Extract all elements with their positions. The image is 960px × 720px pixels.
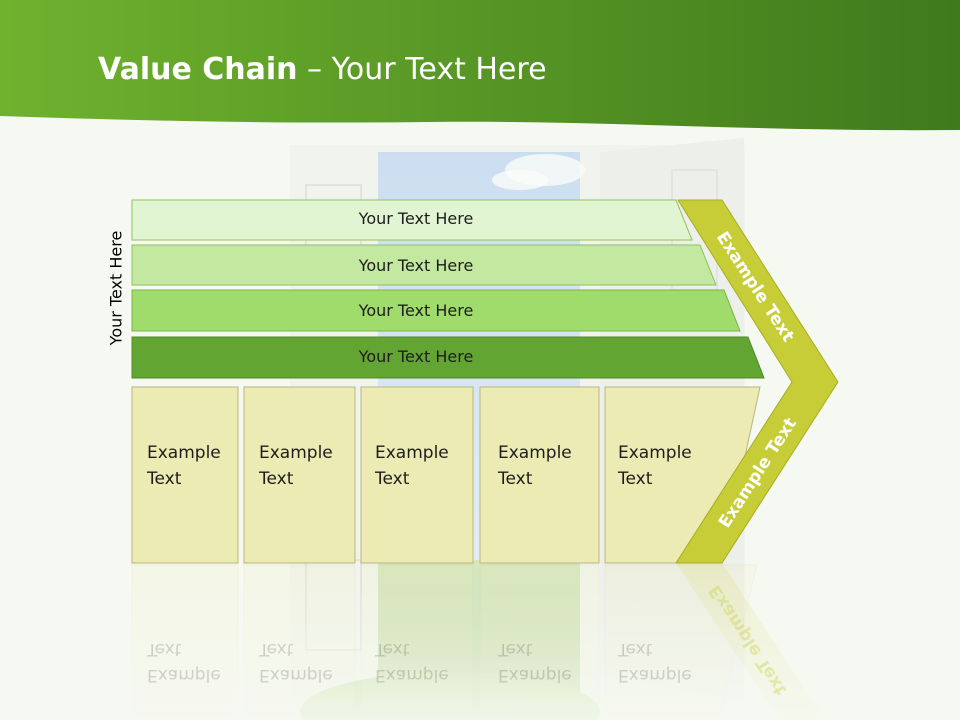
- title-bold: Value Chain: [98, 52, 298, 87]
- activity-line2: Text: [498, 469, 533, 489]
- activity-cell-2: [243, 386, 356, 564]
- activity-text-4: Example Text: [498, 440, 572, 492]
- bar-3-label: Your Text Here: [358, 301, 474, 320]
- reflection-text-4: Example Text: [498, 636, 572, 688]
- activity-line2: Text: [147, 469, 182, 489]
- bar-2-label: Your Text Here: [358, 256, 474, 275]
- activity-cell-4: [479, 386, 600, 564]
- activity-line1: Example: [259, 443, 333, 463]
- activity-line1: Example: [618, 443, 692, 463]
- bar-3-shape: [131, 289, 741, 332]
- reflection-line2: Text: [147, 639, 182, 659]
- reflection-line1: Example: [498, 665, 572, 685]
- reflection-text-2: Example Text: [259, 636, 333, 688]
- activity-line2: Text: [259, 469, 294, 489]
- bar-4-label: Your Text Here: [358, 347, 474, 366]
- reflection-line1: Example: [375, 665, 449, 685]
- reflection-line1: Example: [259, 665, 333, 685]
- bar-4-shape: [131, 336, 765, 379]
- activity-line1: Example: [375, 443, 449, 463]
- slide-title: Value Chain – Your Text Here: [98, 52, 547, 87]
- activity-line1: Example: [498, 443, 572, 463]
- header-band: [0, 0, 960, 131]
- bar-1-label: Your Text Here: [358, 209, 474, 228]
- activity-line2: Text: [375, 469, 410, 489]
- activity-line2: Text: [618, 469, 653, 489]
- reflection-text-5: Example Text: [618, 636, 692, 688]
- reflection-line2: Text: [375, 639, 410, 659]
- reflection-line1: Example: [147, 665, 221, 685]
- reflection-line2: Text: [259, 639, 294, 659]
- margin-chevron: [675, 199, 839, 564]
- reflection-line2: Text: [498, 639, 533, 659]
- reflection-line1: Example: [618, 665, 692, 685]
- activity-text-2: Example Text: [259, 440, 333, 492]
- activity-text-3: Example Text: [375, 440, 449, 492]
- reflection-text-1: Example Text: [147, 636, 221, 688]
- side-label: Your Text Here: [106, 230, 126, 346]
- bar-1-shape: [131, 199, 693, 241]
- activity-text-5: Example Text: [618, 440, 692, 492]
- activity-text-1: Example Text: [147, 440, 221, 492]
- bar-2-shape: [131, 244, 717, 286]
- title-rest: – Your Text Here: [297, 52, 547, 87]
- reflection-text-3: Example Text: [375, 636, 449, 688]
- activity-cell-1: [131, 386, 239, 564]
- activity-cell-3: [360, 386, 474, 564]
- activity-line1: Example: [147, 443, 221, 463]
- reflection-line2: Text: [618, 639, 653, 659]
